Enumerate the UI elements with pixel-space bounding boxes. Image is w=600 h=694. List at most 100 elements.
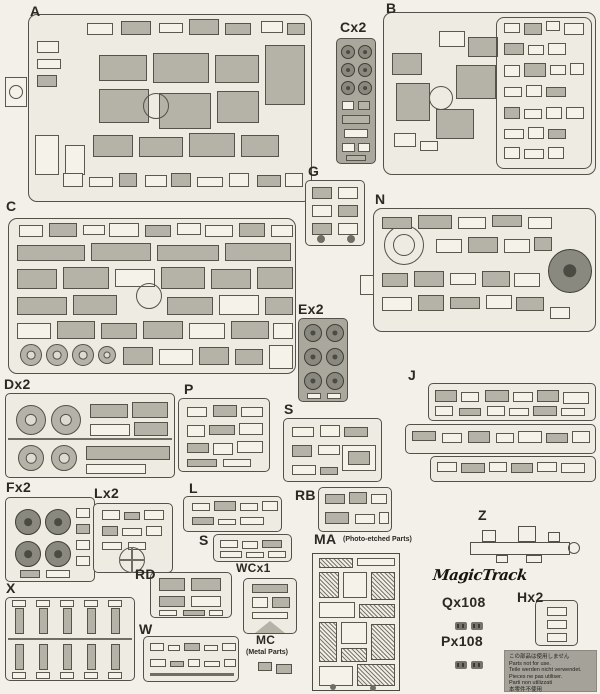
sprue-wc-x1-frame: [243, 578, 297, 634]
molded-part-shape: [159, 578, 185, 591]
molded-part-shape: [37, 59, 61, 69]
sprue-e-x2-frame: [298, 318, 348, 402]
molded-part-shape: [76, 524, 90, 534]
molded-part-shape: [504, 129, 524, 139]
molded-part-shape: [39, 644, 48, 670]
molded-part-shape: [357, 664, 395, 686]
molded-part-shape: [528, 217, 552, 229]
molded-part-shape: [36, 672, 50, 679]
molded-part-shape: [429, 86, 453, 110]
molded-part-shape: [239, 423, 263, 435]
molded-part-shape: [209, 610, 223, 616]
molded-part-shape: [518, 526, 536, 542]
sprue-s-frame: [283, 418, 382, 482]
molded-part-shape: [119, 173, 137, 187]
molded-part-shape: [516, 297, 544, 311]
molded-part-shape: [370, 685, 376, 691]
molded-part-shape: [134, 422, 168, 436]
molded-part-shape: [98, 346, 116, 364]
molded-part-shape: [304, 348, 322, 366]
molded-part-shape: [157, 245, 219, 261]
molded-part-shape: [459, 408, 481, 416]
molded-part-shape: [307, 393, 321, 399]
molded-part-shape: [349, 492, 367, 504]
molded-part-shape: [265, 297, 293, 315]
molded-part-shape: [504, 65, 520, 77]
sprue-j-frame-middle: [405, 424, 596, 454]
molded-part-shape: [231, 321, 269, 339]
molded-part-shape: [561, 463, 585, 473]
molded-part-shape: [87, 644, 96, 670]
molded-part-shape: [15, 509, 41, 535]
sprue-c-x2-frame: [336, 38, 376, 164]
molded-part-shape: [338, 223, 358, 235]
molded-part-shape: [241, 407, 263, 417]
molded-part-shape: [496, 555, 508, 563]
molded-part-shape: [320, 425, 340, 437]
molded-part-shape: [358, 143, 370, 152]
molded-part-shape: [548, 249, 592, 293]
molded-part-shape: [485, 390, 509, 402]
sprue-l-x2-frame: [93, 503, 173, 573]
magictrack-logo: MagicTrack: [432, 566, 528, 584]
molded-part-shape: [199, 347, 229, 365]
molded-part-shape: [252, 584, 288, 593]
molded-part-shape: [57, 321, 95, 339]
qx108-track-icons: [455, 617, 487, 635]
molded-part-shape: [548, 129, 566, 139]
molded-part-shape: [63, 173, 83, 187]
molded-part-shape: [187, 459, 217, 467]
molded-part-shape: [572, 431, 590, 443]
sprue-j-label: J: [408, 367, 417, 383]
molded-part-shape: [304, 324, 322, 342]
molded-part-shape: [76, 540, 90, 550]
molded-part-shape: [514, 273, 540, 287]
molded-part-shape: [153, 53, 209, 83]
molded-part-shape: [102, 526, 118, 536]
molded-part-shape: [145, 225, 171, 237]
molded-part-shape: [330, 684, 336, 690]
molded-part-shape: [359, 604, 395, 618]
molded-part-shape: [261, 21, 283, 33]
molded-part-shape: [319, 622, 337, 662]
molded-part-shape: [526, 555, 542, 563]
track-link-icon: [471, 621, 483, 630]
molded-part-shape: [15, 608, 24, 634]
track-p-count-label: Px108: [441, 633, 483, 649]
molded-part-shape: [184, 643, 200, 651]
molded-part-shape: [217, 91, 259, 123]
molded-part-shape: [518, 431, 542, 443]
molded-part-shape: [143, 321, 183, 339]
molded-part-shape: [271, 225, 293, 237]
molded-part-shape: [511, 463, 533, 473]
molded-part-shape: [358, 63, 372, 77]
molded-part-shape: [242, 541, 258, 549]
molded-part-shape: [220, 540, 238, 548]
sprue-rb-label: RB: [295, 487, 316, 503]
sprue-h-x2-label: Hx2: [517, 589, 544, 605]
sprue-g-frame: [305, 180, 365, 246]
molded-part-shape: [326, 372, 344, 390]
sprue-x-label: X: [6, 580, 16, 596]
molded-part-shape: [548, 532, 560, 542]
molded-part-shape: [46, 344, 68, 366]
molded-part-shape: [570, 63, 584, 75]
molded-part-shape: [546, 21, 560, 31]
molded-part-shape: [547, 607, 567, 616]
molded-part-shape: [325, 512, 349, 524]
molded-part-shape: [468, 37, 498, 57]
molded-part-shape: [86, 464, 146, 474]
molded-part-shape: [224, 659, 236, 667]
molded-part-shape: [83, 225, 105, 235]
molded-part-shape: [258, 662, 272, 671]
molded-part-shape: [319, 558, 353, 568]
molded-part-shape: [159, 23, 183, 33]
molded-part-shape: [17, 245, 85, 261]
molded-part-shape: [171, 173, 191, 187]
sprue-rd-label: RD: [135, 566, 156, 582]
sprue-s2-label: S: [199, 532, 209, 548]
molded-part-shape: [108, 600, 122, 607]
molded-part-shape: [87, 608, 96, 634]
molded-part-shape: [45, 541, 71, 567]
molded-part-shape: [285, 173, 303, 187]
